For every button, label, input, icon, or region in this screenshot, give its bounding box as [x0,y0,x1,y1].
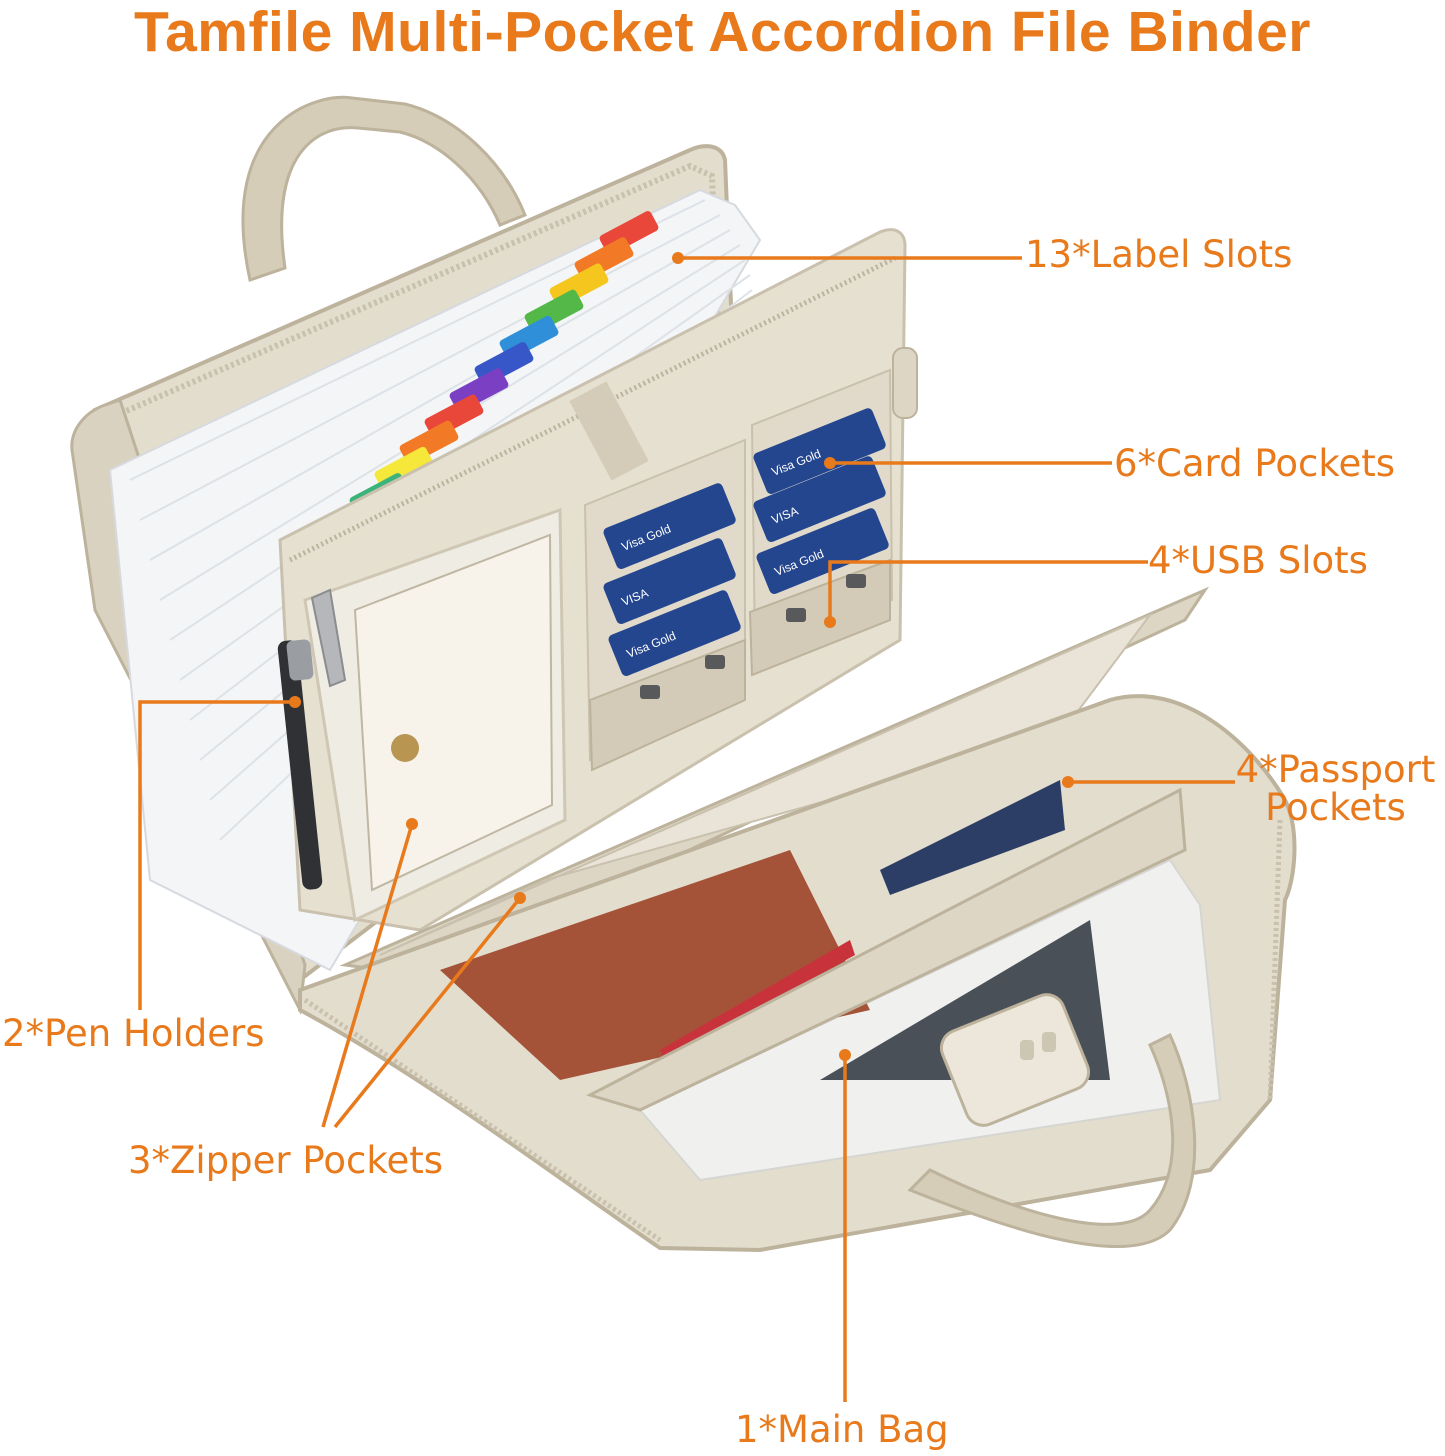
line-usb-slots [828,560,1148,622]
callout-usb-slots: 4*USB Slots [1148,539,1368,582]
callout-label-slots: 13*Label Slots [1025,233,1293,276]
dot-usb-slots [824,616,836,628]
dot-passport-pockets [1062,776,1074,788]
passport-pockets [440,780,1187,1112]
callout-passport-pockets-line1: 4*Passport [1235,748,1436,791]
bank-card: VISA [753,456,886,542]
bank-card: VISA [603,538,736,624]
callout-lines [138,256,1235,1402]
velcro-patch [569,381,649,481]
usb-pockets [588,558,891,772]
dot-pen-holders [289,696,301,708]
line-zipper-pockets-a [321,823,414,1128]
top-handle [241,95,527,282]
pen-loop [892,347,918,419]
page-title: Tamfile Multi-Pocket Accordion File Bind… [134,0,1311,64]
line-zipper-pockets-b [333,896,522,1129]
bottom-handle [907,1032,1197,1249]
callout-passport-pockets: 4*Passport Pockets [1228,751,1443,827]
callout-pen-holders: 2*Pen Holders [2,1012,265,1055]
bank-card: Visa Gold [608,590,741,676]
bank-card: Visa Gold [753,408,886,494]
callout-main-bag: 1*Main Bag [735,1408,949,1451]
dot-label-slots [672,252,684,264]
callout-zipper-pockets: 3*Zipper Pockets [128,1139,444,1182]
combination-lock [939,993,1091,1127]
line-pen-holders [138,700,295,1010]
dot-zipper-pocket-1 [406,818,418,830]
callout-passport-pockets-line2: Pockets [1265,786,1406,829]
dot-card-pockets [824,457,836,469]
callout-card-pockets: 6*Card Pockets [1114,442,1395,485]
callout-dots [289,252,1074,1061]
document-window-pocket [303,507,567,923]
dot-main-bag [839,1049,851,1061]
dot-zipper-pocket-2 [514,892,526,904]
bank-card: Visa Gold [756,508,889,594]
zipper-pull [310,588,347,688]
bank-card: Visa Gold [603,483,736,569]
